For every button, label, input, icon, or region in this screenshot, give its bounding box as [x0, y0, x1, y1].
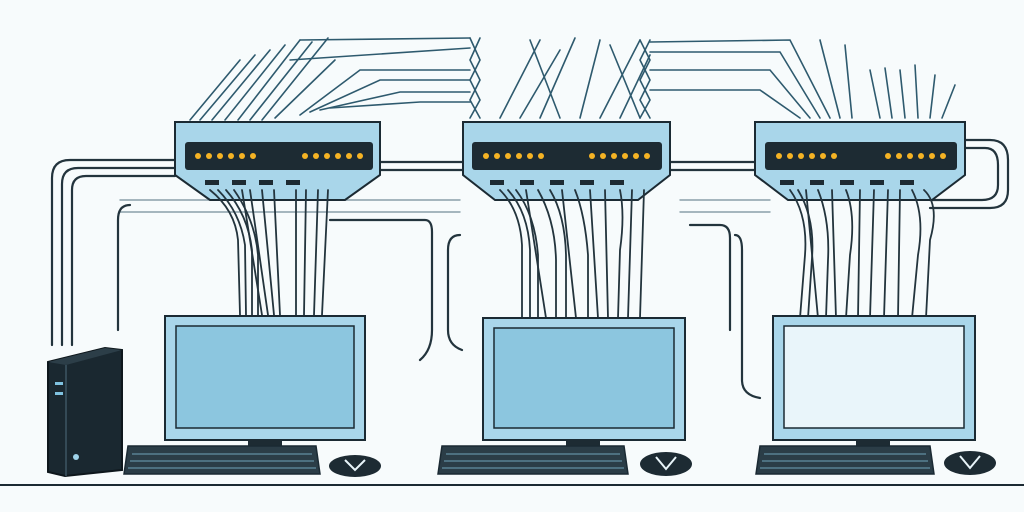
- mouse-icon: [329, 455, 381, 477]
- cable-bundle-icon: [789, 189, 935, 319]
- mouse-icon: [944, 451, 996, 475]
- keyboard-icon: [755, 445, 935, 475]
- keyboard-icon: [437, 445, 629, 475]
- cable-bundle-icon: [209, 189, 329, 316]
- mouse-icon: [640, 452, 692, 476]
- network-switch-icon: [462, 121, 671, 201]
- network-switch-icon: [174, 121, 381, 201]
- network-switch-icon: [754, 121, 966, 201]
- monitor-icon: [772, 315, 976, 448]
- cable-bundle-icon: [499, 189, 645, 319]
- monitor-icon: [164, 315, 366, 448]
- keyboard-icon: [123, 445, 321, 475]
- backbone-cables: [50, 138, 1010, 400]
- pc-tower-icon: [47, 346, 123, 478]
- overhead-wires: [189, 37, 956, 121]
- monitor-icon: [482, 317, 686, 448]
